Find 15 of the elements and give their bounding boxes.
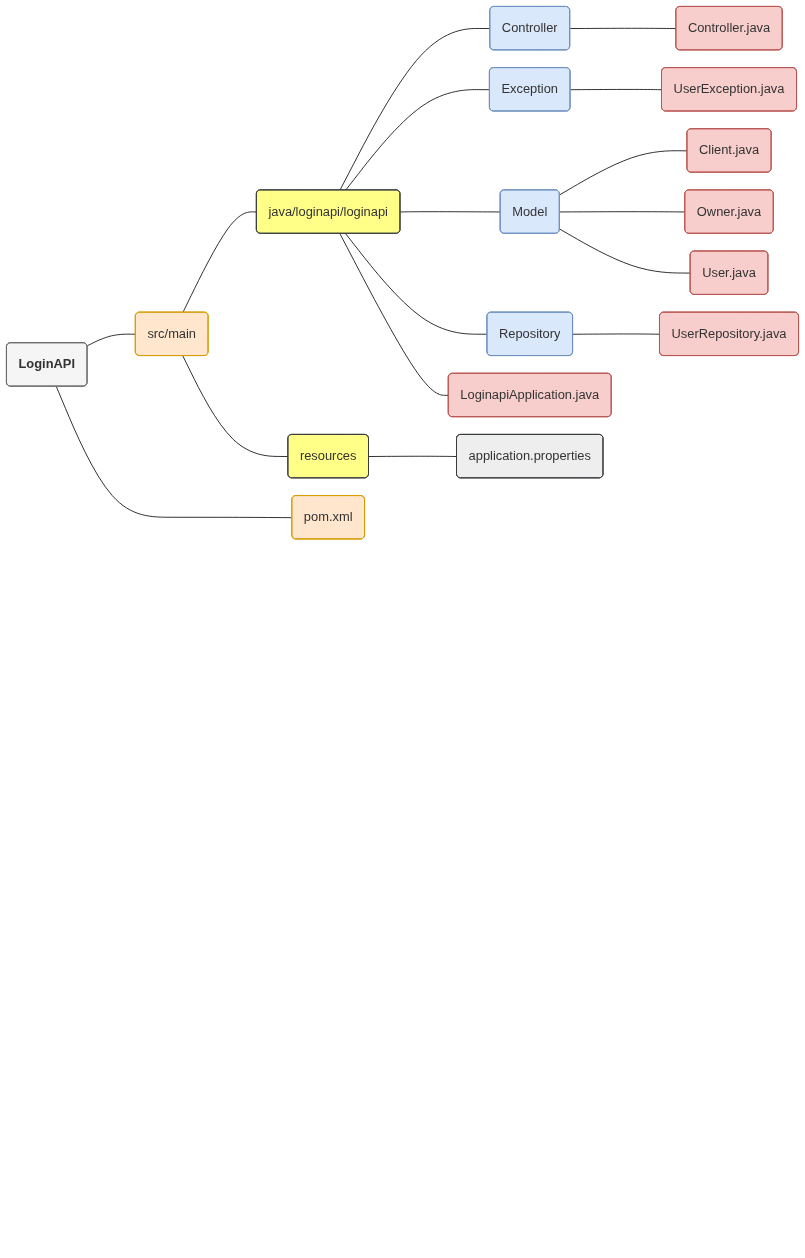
connector: [339, 28, 491, 191]
connector: [569, 27, 677, 29]
connector: [570, 89, 663, 91]
connector: [182, 211, 258, 313]
connector: [86, 333, 137, 347]
connector: [339, 233, 450, 396]
connector: [345, 233, 488, 335]
connector: [368, 455, 458, 457]
connector: [55, 386, 293, 519]
connector: [345, 89, 491, 191]
connector: [182, 355, 289, 457]
connector: [400, 211, 501, 213]
connector: [559, 150, 688, 196]
connector: [559, 228, 691, 274]
connector: [559, 211, 686, 213]
